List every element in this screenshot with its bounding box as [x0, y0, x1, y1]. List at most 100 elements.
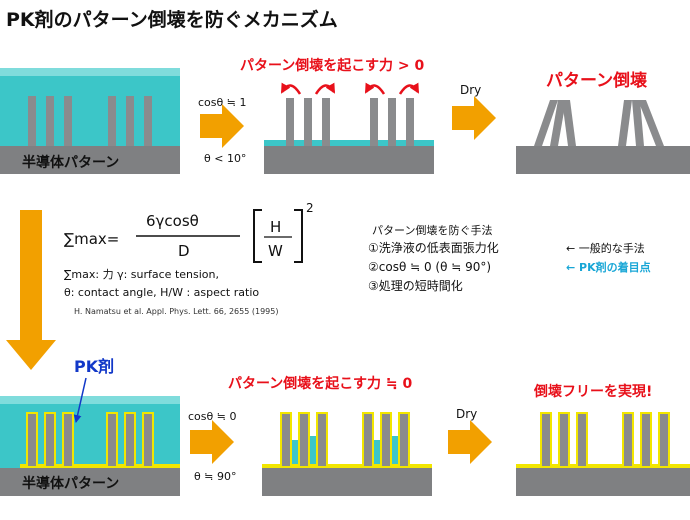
top-panel-collapsed [516, 100, 690, 174]
prevention-methods: パターン倒壊を防ぐ手法 ①洗浄液の低表面張力化 ← 一般的な手法 ②cosθ ≒… [368, 223, 651, 293]
pk-coating-floor [20, 464, 180, 468]
pattern-pillar [660, 414, 668, 466]
left-bracket [253, 209, 262, 263]
condition-theta: θ < 10° [204, 152, 246, 165]
dry-label: Dry [460, 83, 481, 97]
formula-lhs: ∑max= [64, 230, 119, 248]
semiconductor-substrate [264, 146, 434, 174]
pattern-pillar [286, 98, 294, 146]
force-arrow [314, 82, 336, 95]
pattern-pillar [126, 96, 134, 148]
pattern-pillar [46, 414, 54, 466]
force-arrow [280, 82, 302, 95]
semiconductor-substrate [262, 468, 432, 496]
pattern-pillar [64, 414, 72, 466]
process-arrow [200, 104, 244, 148]
semiconductor-substrate [516, 468, 690, 496]
method-item-2: ②cosθ ≒ 0 (θ ≒ 90°) [368, 260, 491, 274]
method-note-1: ← 一般的な手法 [566, 241, 645, 255]
formula-numerator: 6γcosθ [146, 212, 199, 230]
pattern-pillar [304, 98, 312, 146]
collapsed-pillar [534, 100, 558, 146]
pattern-pillar [46, 96, 54, 148]
force-label-top: パターン倒壊を起こす力 > 0 [240, 57, 424, 74]
pattern-pillar [370, 98, 378, 146]
transition-arrow [6, 210, 56, 370]
pattern-pillar [578, 414, 586, 466]
collapsed-pillar [638, 100, 664, 146]
liquid-surface [0, 396, 180, 404]
collapsed-pillar [550, 100, 566, 146]
pattern-pillar [282, 414, 290, 466]
condition-cos: cosθ ≒ 1 [198, 96, 246, 109]
top-panel-drying [264, 82, 434, 174]
residual-liquid [264, 140, 434, 146]
pattern-pillar [144, 414, 152, 466]
condition-cos: cosθ ≒ 0 [188, 410, 236, 423]
pk-coating-floor [516, 464, 690, 468]
method-note-2: ← PK剤の着目点 [566, 260, 651, 274]
dry-arrow [448, 420, 492, 464]
pk-agent-label: PK剤 [74, 357, 114, 376]
liquid-surface [0, 68, 180, 76]
pattern-pillar [542, 414, 550, 466]
bottom-panel-drying [262, 412, 432, 496]
pattern-pillar [560, 414, 568, 466]
dry-label: Dry [456, 407, 477, 421]
bottom-panel-liquid-filled: 半導体パターン [0, 396, 180, 496]
pillar-group [28, 96, 152, 148]
collapsed-pillar [618, 100, 632, 146]
condition-theta: θ ≒ 90° [194, 470, 236, 483]
method-item-3: ③処理の短時間化 [368, 279, 463, 293]
pattern-pillar [144, 96, 152, 148]
substrate-label: 半導体パターン [22, 475, 119, 492]
bottom-panel-collapse-free [516, 412, 690, 496]
pattern-pillar [108, 96, 116, 148]
citation: H. Namatsu et al. Appl. Phys. Lett. 66, … [74, 307, 278, 316]
semiconductor-substrate [516, 146, 690, 174]
formula-exponent: 2 [306, 201, 314, 215]
substrate-label: 半導体パターン [22, 154, 119, 171]
pattern-pillar [64, 96, 72, 148]
force-label-bottom: パターン倒壊を起こす力 ≒ 0 [228, 375, 412, 392]
collapse-free-label: 倒壊フリーを実現! [533, 383, 652, 400]
pattern-pillar [642, 414, 650, 466]
pattern-pillar [624, 414, 632, 466]
pattern-pillar [388, 98, 396, 146]
pk-pointer-arrow [73, 377, 87, 423]
pattern-pillar [364, 414, 372, 466]
pattern-pillar [322, 98, 330, 146]
process-arrow [190, 420, 234, 464]
ratio-numerator: H [270, 218, 281, 236]
pattern-pillar [108, 414, 116, 466]
rinse-liquid [0, 68, 180, 148]
laplace-formula: ∑max= 6γcosθ D H W 2 [64, 201, 314, 263]
formula-denominator: D [178, 242, 190, 260]
capillary-force-arrows [280, 82, 420, 95]
right-bracket [294, 209, 303, 263]
pattern-pillar [300, 414, 308, 466]
pk-coating-floor [262, 464, 432, 468]
pattern-pillar [400, 414, 408, 466]
pattern-pillar [28, 414, 36, 466]
pattern-pillar [406, 98, 414, 146]
dry-arrow [452, 96, 496, 140]
diagram-title: PK剤のパターン倒壊を防ぐメカニズム [6, 8, 338, 31]
semiconductor-substrate [0, 468, 180, 496]
legend-line-1: ∑max: 力 γ: surface tension, [64, 268, 219, 281]
legend-line-2: θ: contact angle, H/W : aspect ratio [64, 286, 259, 299]
semiconductor-substrate [0, 146, 180, 174]
force-arrow [364, 82, 386, 95]
ratio-denominator: W [268, 242, 283, 260]
top-panel-liquid-filled: 半導体パターン [0, 68, 180, 174]
pattern-pillar [126, 414, 134, 466]
method-item-1: ①洗浄液の低表面張力化 [368, 240, 499, 255]
pattern-pillar [382, 414, 390, 466]
force-arrow [398, 82, 420, 95]
pattern-pillar [318, 414, 326, 466]
coated-pillar-group [26, 412, 154, 466]
collapsed-pillar [562, 100, 576, 146]
collapsed-pillar [632, 100, 644, 146]
methods-heading: パターン倒壊を防ぐ手法 [372, 223, 492, 237]
